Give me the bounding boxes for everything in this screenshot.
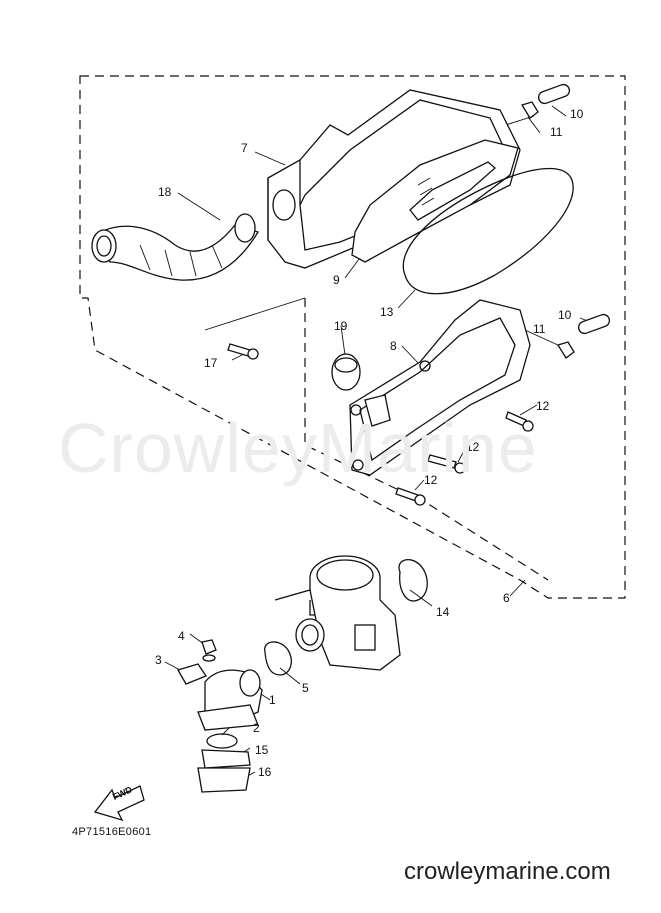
- intake-joint-hose: [91, 213, 259, 281]
- callout-17[interactable]: 17: [204, 356, 218, 370]
- assembly-boundary-line: [79, 75, 626, 599]
- throttle-body: [274, 555, 401, 671]
- callout-7[interactable]: 7: [241, 141, 248, 155]
- callout-10-lower[interactable]: 10: [558, 308, 572, 322]
- callout-2[interactable]: 2: [253, 721, 260, 735]
- callout-4[interactable]: 4: [178, 629, 185, 643]
- bracket-holder: [177, 663, 207, 685]
- callout-6[interactable]: 6: [503, 591, 510, 605]
- callout-8[interactable]: 8: [390, 339, 397, 353]
- callout-15[interactable]: 15: [255, 743, 269, 757]
- callout-12-middle[interactable]: 12: [466, 440, 480, 454]
- nut: [201, 639, 217, 662]
- callout-16[interactable]: 16: [258, 765, 272, 779]
- clip-lower: [557, 313, 611, 359]
- gasket: [201, 749, 251, 769]
- filter-element: [351, 139, 519, 263]
- intake-manifold: [197, 669, 263, 731]
- callout-10-upper[interactable]: 10: [570, 107, 584, 121]
- callout-13[interactable]: 13: [380, 305, 394, 319]
- callout-3[interactable]: 3: [155, 653, 162, 667]
- callout-5[interactable]: 5: [302, 681, 309, 695]
- callout-11-upper[interactable]: 11: [550, 125, 563, 139]
- inner-dashed-line: [304, 298, 549, 581]
- callout-18[interactable]: 18: [158, 185, 172, 199]
- callout-11-lower[interactable]: 11: [533, 322, 546, 336]
- callout-12-left[interactable]: 12: [424, 473, 438, 487]
- bolts: [227, 343, 534, 506]
- callout-19[interactable]: 19: [334, 319, 348, 333]
- callout-12-right[interactable]: 12: [536, 399, 550, 413]
- diagram-code: 4P71516E0601: [72, 826, 152, 838]
- o-ring-small: [206, 733, 238, 749]
- callout-14[interactable]: 14: [436, 605, 450, 619]
- band-clamp-small: [264, 641, 292, 676]
- fwd-arrow-icon: [93, 785, 145, 822]
- clip-upper: [521, 83, 571, 119]
- band-clamp-large: [398, 559, 428, 602]
- drain-cap: [331, 353, 361, 391]
- o-ring-gasket: [402, 167, 574, 295]
- site-name[interactable]: crowleymarine.com: [404, 858, 611, 885]
- watermark-text: CrowleyMarine: [58, 409, 538, 487]
- insulator: [197, 767, 251, 793]
- callout-1[interactable]: 1: [269, 693, 276, 707]
- case-cover: [349, 299, 531, 476]
- callout-9[interactable]: 9: [333, 273, 340, 287]
